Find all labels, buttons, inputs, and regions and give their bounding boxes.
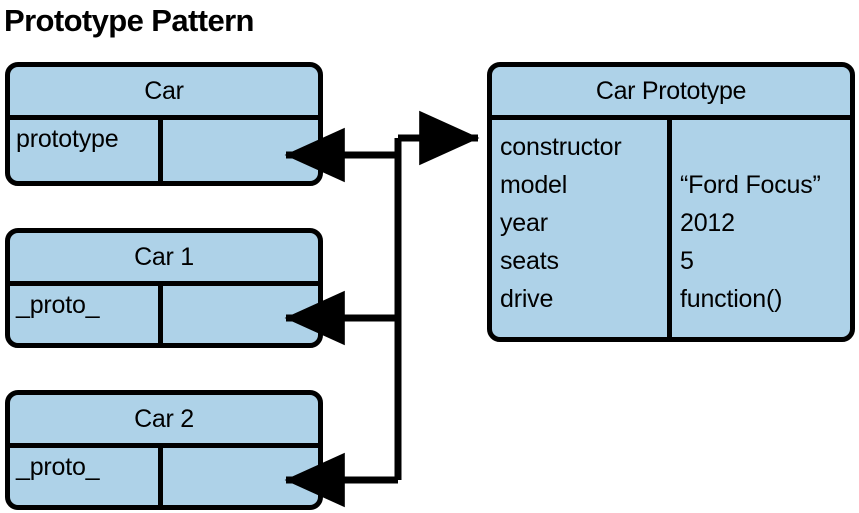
- car-box-label-column: prototype: [10, 120, 163, 181]
- car-box-header: Car: [10, 67, 318, 120]
- prototype-row-value: 2012: [680, 209, 735, 237]
- prototype-row-value: “Ford Focus”: [680, 171, 821, 199]
- car2-box[interactable]: Car 2 _proto_: [5, 390, 323, 510]
- car1-box-header: Car 1: [10, 233, 318, 286]
- car1-box-body: _proto_: [10, 286, 318, 343]
- prototype-row-label: seats: [500, 247, 559, 275]
- prototype-row-label: constructor: [500, 133, 622, 161]
- car2-box-header: Car 2: [10, 395, 318, 448]
- car-box-body: prototype: [10, 120, 318, 181]
- car2-box-body: _proto_: [10, 448, 318, 505]
- car-prototype-value-column: “Ford Focus” 2012 5 function(): [672, 120, 850, 337]
- car2-box-label-column: _proto_: [10, 448, 163, 505]
- car1-box-value-column: [163, 286, 318, 343]
- car1-box[interactable]: Car 1 _proto_: [5, 228, 323, 348]
- prototype-row-label: drive: [500, 285, 554, 313]
- prototype-row-value: function(): [680, 285, 783, 313]
- car-prototype-label-column: constructor model year seats drive: [492, 120, 672, 337]
- car1-box-label-column: _proto_: [10, 286, 163, 343]
- prototype-row-value: 5: [680, 247, 694, 275]
- car-prototype-box[interactable]: Car Prototype constructor model year sea…: [487, 62, 855, 342]
- car-prototype-box-header: Car Prototype: [492, 67, 850, 120]
- car1-proto-field-label: _proto_: [16, 291, 100, 319]
- car2-box-value-column: [163, 448, 318, 505]
- car-box-value-column: [163, 120, 318, 181]
- car-box[interactable]: Car prototype: [5, 62, 323, 186]
- prototype-row-label: year: [500, 209, 548, 237]
- page-title: Prototype Pattern: [4, 3, 255, 38]
- car-prototype-field-label: prototype: [16, 125, 119, 153]
- prototype-row-label: model: [500, 171, 568, 199]
- car-prototype-box-body: constructor model year seats drive “Ford…: [492, 120, 850, 337]
- prototype-row-value: [680, 128, 850, 166]
- car2-proto-field-label: _proto_: [16, 453, 100, 481]
